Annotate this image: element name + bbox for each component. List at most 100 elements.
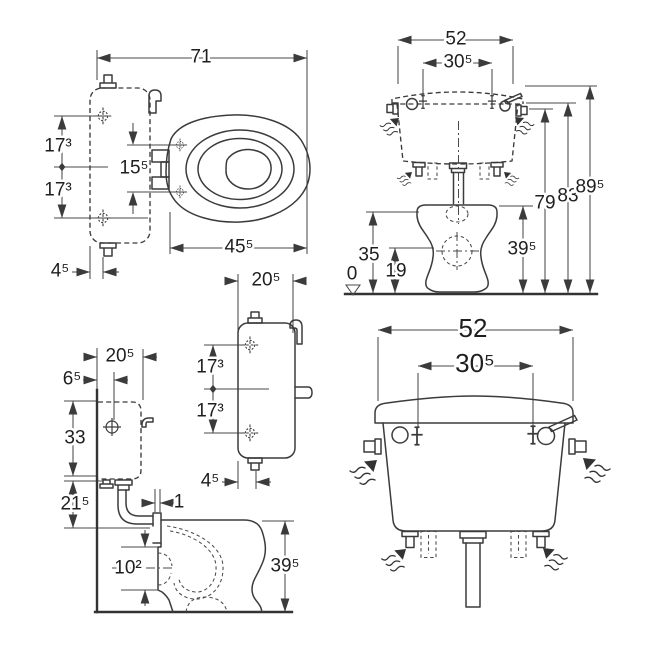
bowl-front-outline <box>416 204 498 293</box>
dim-label-bowl-height: 39⁵ <box>507 239 536 260</box>
fixing-bolt <box>99 74 117 89</box>
view-toilet-front <box>343 35 599 296</box>
seat-ring-inner <box>197 137 283 201</box>
fixing-mark-icon <box>410 426 424 446</box>
dim-label-low-height: 19 <box>385 261 406 282</box>
dim-label-outlet-dia: 10² <box>114 558 141 579</box>
bowl-inner-phantom <box>166 525 224 600</box>
cistern-body-phantom <box>396 103 519 165</box>
water-supply-arrow-icon <box>381 548 407 572</box>
flush-inlet-phantom <box>445 205 469 223</box>
dim-label-cistern-width: 52 <box>459 313 488 343</box>
seat-hinge <box>160 161 170 178</box>
fixing-point-icon <box>240 335 260 355</box>
fixing-hole-icon <box>103 418 121 436</box>
dim-label-width: 52 <box>445 29 466 50</box>
flush-spout <box>294 386 313 399</box>
trap-phantom <box>157 552 173 586</box>
wall-hook <box>289 319 303 345</box>
water-supply-arrow-icon <box>396 171 413 186</box>
flush-pipe-flange <box>459 530 487 544</box>
dim-label-cist-fix-up: 17³ <box>196 357 223 378</box>
cistern-lid-phantom <box>391 91 524 104</box>
datum-label: 0 <box>347 264 358 285</box>
dim-label-cist-depth: 20⁵ <box>251 270 280 291</box>
cistern-lid <box>374 395 574 424</box>
dim-label-cistern-h: 33 <box>64 428 85 449</box>
cistern-top-view-outline <box>89 87 151 244</box>
dim-label-total-height: 89⁵ <box>575 177 604 198</box>
dim-label-cist-bolt: 4⁵ <box>201 471 219 492</box>
view-cistern-front <box>349 325 611 608</box>
view-cistern-side <box>204 274 313 489</box>
dim-label-seat-fix: 15⁵ <box>119 158 148 179</box>
dim-label-cist-fix-low: 17³ <box>196 401 223 422</box>
flush-pipe <box>117 489 154 525</box>
fixing-bolt <box>99 479 114 489</box>
flush-pipe <box>465 542 481 608</box>
water-supply-arrow-icon <box>514 116 535 135</box>
water-supply-arrow-icon <box>349 459 378 485</box>
bottom-bolt <box>532 530 550 549</box>
dim-label-wall-offset: 6⁵ <box>63 369 81 390</box>
bottom-bolt <box>401 530 419 549</box>
wall-hook <box>141 417 154 428</box>
dim-label-fix-lower: 17³ <box>44 180 71 201</box>
cistern-side-outline <box>237 322 296 459</box>
button-hole <box>391 426 409 444</box>
fixing-bolt <box>247 457 263 471</box>
dimension-labels: 71 17³ 17³ 15⁵ 45⁵ 4⁵ 52 30⁵ 79 83 89⁵ 3… <box>42 26 607 581</box>
fixing-bolt <box>247 311 263 324</box>
dim-label-seat-length: 45⁵ <box>224 237 253 258</box>
toilet-seat-outline <box>165 114 311 223</box>
water-inlet-right <box>515 104 528 117</box>
seat-ring-outer <box>185 129 295 209</box>
dim-label-fix-upper: 17³ <box>44 136 71 157</box>
fixing-mark-icon <box>487 95 497 109</box>
dim-label-depth-front: 20⁵ <box>105 346 134 367</box>
inlet-stub-phantom <box>510 530 527 559</box>
view-toilet-side <box>64 348 294 614</box>
dim-label-bolt-offset: 4⁵ <box>51 261 69 282</box>
fixing-point-icon <box>240 423 260 443</box>
flush-lever-boss <box>536 426 556 446</box>
water-supply-arrow-icon <box>582 457 611 483</box>
trap-phantom <box>185 596 228 613</box>
dim-label-depth: 71 <box>190 47 211 68</box>
view-toilet-top <box>54 50 311 279</box>
dim-label-pipe-h: 21⁵ <box>60 494 89 515</box>
water-inlet-right <box>568 438 587 455</box>
bottom-bolt <box>412 161 426 177</box>
bowl-opening <box>225 148 272 190</box>
bowl-inner-phantom <box>169 530 217 593</box>
bottom-bolt <box>490 161 504 177</box>
water-supply-arrow-icon <box>503 171 520 186</box>
inlet-stub-phantom <box>479 162 490 180</box>
datum-triangle-icon <box>344 284 362 296</box>
dim-label-seat-height: 35 <box>358 245 379 266</box>
dim-label-fix-span: 30⁵ <box>443 52 472 73</box>
wall-hook <box>148 89 162 114</box>
flush-pipe <box>125 489 154 517</box>
flush-valve <box>114 479 133 491</box>
button-hole <box>405 97 419 111</box>
cistern-side-phantom <box>98 401 142 480</box>
fixing-mark-icon <box>418 95 428 109</box>
fixing-bolt <box>99 242 117 257</box>
flush-lever <box>503 92 523 105</box>
dim-label-bowl-h: 39⁵ <box>270 556 299 577</box>
water-inlet-left <box>386 102 399 115</box>
water-inlet-left <box>363 438 382 455</box>
dim-label-lever-height: 83 <box>557 186 578 207</box>
dim-label-inlet-height: 79 <box>534 193 555 214</box>
water-supply-arrow-icon <box>542 547 568 571</box>
dim-label-cistern-span: 30⁵ <box>455 348 495 378</box>
dim-label-gap: 1 <box>174 492 185 513</box>
water-supply-arrow-icon <box>379 117 400 136</box>
flush-pipe-flange <box>448 162 468 174</box>
bowl-inlet-socket <box>152 512 162 544</box>
inlet-stub-phantom <box>427 162 438 180</box>
inlet-stub-phantom <box>420 530 437 559</box>
